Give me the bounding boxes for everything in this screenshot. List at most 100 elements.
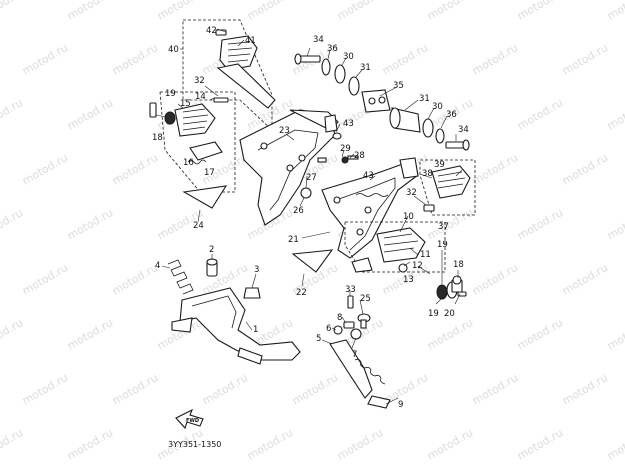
watermark-text: motod.ru (560, 41, 610, 77)
callout-34-right: 34 (458, 125, 469, 135)
watermark-text: motod.ru (380, 41, 430, 77)
watermark-text: motod.ru (560, 151, 610, 187)
watermark-text: motod.ru (245, 426, 295, 462)
watermark-text: motod.ru (605, 426, 625, 462)
watermark-text: motod.ru (110, 151, 160, 187)
reflector-22 (291, 249, 334, 287)
watermark-text: motod.ru (290, 371, 340, 407)
callout-31-upper: 31 (360, 63, 371, 73)
callout-7: 7 (352, 350, 357, 360)
shaft-upper-group (294, 53, 470, 151)
watermark-text: motod.ru (515, 426, 565, 462)
callout-28: 28 (354, 151, 365, 161)
callout-3: 3 (254, 265, 259, 275)
callout-29: 29 (340, 144, 351, 154)
bracket-right-21 (321, 157, 419, 259)
callout-6: 6 (326, 324, 331, 334)
watermark-text: motod.ru (20, 41, 70, 77)
callout-20: 20 (444, 309, 455, 319)
bracket-left-23 (239, 109, 339, 226)
callout-41: 41 (245, 36, 256, 46)
callout-12: 12 (412, 261, 423, 271)
watermark-text: motod.ru (425, 426, 475, 462)
callout-25: 25 (360, 294, 371, 304)
callout-31-lower: 31 (419, 94, 430, 104)
watermark-text: motod.ru (605, 96, 625, 132)
leader-lines (155, 28, 463, 405)
watermark-text: motod.ru (515, 316, 565, 352)
main-stand-1 (167, 258, 301, 365)
callout-32-upper: 32 (194, 76, 205, 86)
callout-36-left: 36 (327, 44, 338, 54)
watermark-text: motod.ru (110, 371, 160, 407)
group-40-box (180, 19, 273, 131)
watermark-text: motod.ru (470, 261, 520, 297)
diagram-code: 3YY351-1350 (168, 440, 221, 449)
callout-40: 40 (168, 45, 179, 55)
callout-21: 21 (288, 235, 299, 245)
small-hardware-center (300, 132, 359, 199)
callout-43-upper: 43 (343, 119, 354, 129)
callout-27: 27 (306, 173, 317, 183)
watermark-text: motod.ru (0, 426, 25, 462)
callout-10: 10 (403, 212, 414, 222)
callout-18-right: 18 (453, 260, 464, 270)
callout-2: 2 (209, 245, 214, 255)
watermark-text: motod.ru (0, 0, 25, 23)
callout-33: 33 (345, 285, 356, 295)
callout-22: 22 (296, 288, 307, 298)
callout-8: 8 (337, 313, 342, 323)
watermark-text: motod.ru (335, 426, 385, 462)
watermark-text: motod.ru (65, 0, 115, 23)
front-arrow-label: FWD (186, 418, 199, 424)
watermark-text: motod.ru (560, 371, 610, 407)
watermark-text: motod.ru (0, 96, 25, 132)
small-hardware-lower (347, 295, 371, 329)
callout-35: 35 (393, 81, 404, 91)
watermark-text: motod.ru (65, 96, 115, 132)
callout-1: 1 (253, 325, 258, 335)
callout-16: 16 (183, 158, 194, 168)
callout-5: 5 (316, 334, 321, 344)
callout-9: 9 (398, 400, 403, 410)
watermark-text: motod.ru (515, 206, 565, 242)
footrest-right-10 (344, 221, 446, 273)
watermark-text: motod.ru (155, 0, 205, 23)
watermark-text: motod.ru (470, 371, 520, 407)
front-direction-arrow: FWD (175, 408, 204, 430)
callout-19-left: 19 (165, 89, 176, 99)
callout-34-left: 34 (313, 35, 324, 45)
watermark-text: motod.ru (200, 371, 250, 407)
watermark-text: motod.ru (515, 96, 565, 132)
footrest-left-15 (149, 91, 236, 193)
watermark-text: motod.ru (470, 41, 520, 77)
watermark-text: motod.ru (425, 316, 475, 352)
callout-26: 26 (293, 206, 304, 216)
callout-39: 39 (434, 160, 445, 170)
watermark-text: motod.ru (560, 261, 610, 297)
callout-labels: 40 42 41 34 36 30 31 35 31 30 36 34 32 1… (152, 26, 469, 410)
watermark-text: motod.ru (335, 0, 385, 23)
callout-30-right: 30 (432, 102, 443, 112)
callout-23: 23 (279, 126, 290, 136)
callout-42: 42 (206, 26, 217, 36)
callout-38: 38 (422, 169, 433, 179)
watermark-text: motod.ru (0, 206, 25, 242)
watermark-text: motod.ru (65, 426, 115, 462)
footrest-upper-left (215, 29, 276, 109)
side-stand-5 (329, 321, 391, 409)
callout-18-left: 18 (152, 133, 163, 143)
watermark-text: motod.ru (515, 0, 565, 23)
callout-17: 17 (204, 168, 215, 178)
callout-19-right: 19 (437, 240, 448, 250)
footrest-upper-right (419, 159, 476, 216)
watermark-text: motod.ru (605, 0, 625, 23)
watermark-text: motod.ru (605, 206, 625, 242)
pivot-right (436, 275, 467, 300)
watermark-text: motod.ru (20, 151, 70, 187)
watermark-text: motod.ru (110, 261, 160, 297)
watermark-text: motod.ru (425, 0, 475, 23)
watermark-text: motod.ru (245, 0, 295, 23)
